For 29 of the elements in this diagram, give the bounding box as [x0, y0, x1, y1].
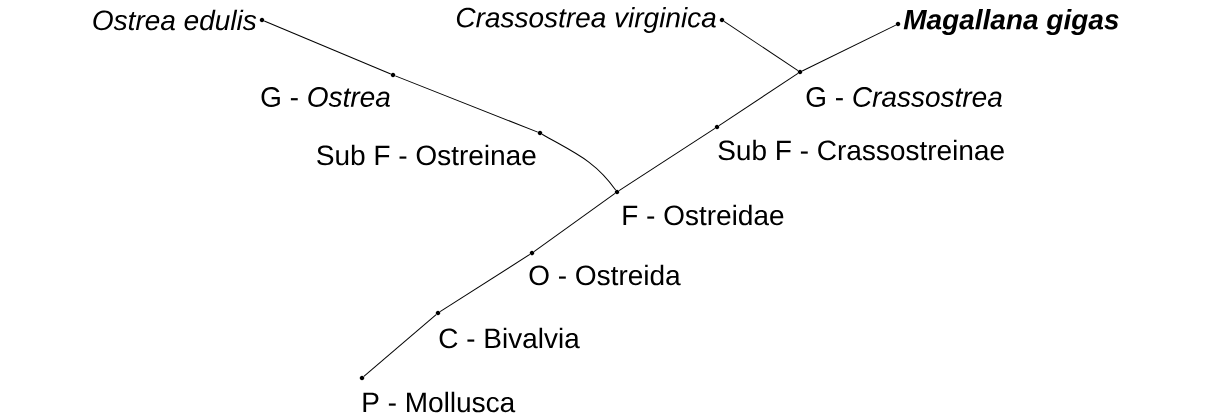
tree-node: Ostrea edulis — [93, 9, 265, 31]
node-label: G - Crassostrea — [806, 87, 1002, 107]
tree-node: Crassostrea virginica — [456, 6, 725, 34]
branch-line — [801, 24, 897, 72]
tree-node: O - Ostreida — [529, 250, 681, 286]
branch-line — [263, 20, 392, 75]
node-label: P - Mollusca — [363, 391, 516, 413]
tree-node: P - Mollusca — [359, 375, 516, 413]
branch-line — [541, 133, 617, 191]
tree-node: G - Ostrea — [261, 72, 396, 107]
tree-node: Sub F - Crassostreinae — [714, 124, 1004, 161]
branch-line — [363, 314, 437, 377]
branch-line — [718, 72, 799, 127]
branch-line — [723, 20, 799, 72]
node-label: Sub F - Ostreinae — [317, 144, 536, 166]
tree-node: C - Bivalvia — [435, 310, 580, 349]
tree-node: Magallana gigas — [895, 8, 1119, 36]
branch-line — [533, 192, 616, 253]
node-label: O - Ostreida — [529, 264, 681, 286]
tree-node: Sub F - Ostreinae — [317, 130, 543, 166]
branch-line — [439, 253, 531, 313]
tree-node: G - Crassostrea — [797, 69, 1002, 107]
tree-node: F - Ostreidae — [614, 189, 784, 226]
branch-line — [618, 127, 716, 192]
node-label: F - Ostreidae — [623, 204, 784, 226]
node-label: G - Ostrea — [261, 87, 390, 107]
node-label: Sub F - Crassostreinae — [718, 139, 1004, 161]
branch-line — [394, 75, 539, 133]
node-label: C - Bivalvia — [439, 327, 580, 349]
